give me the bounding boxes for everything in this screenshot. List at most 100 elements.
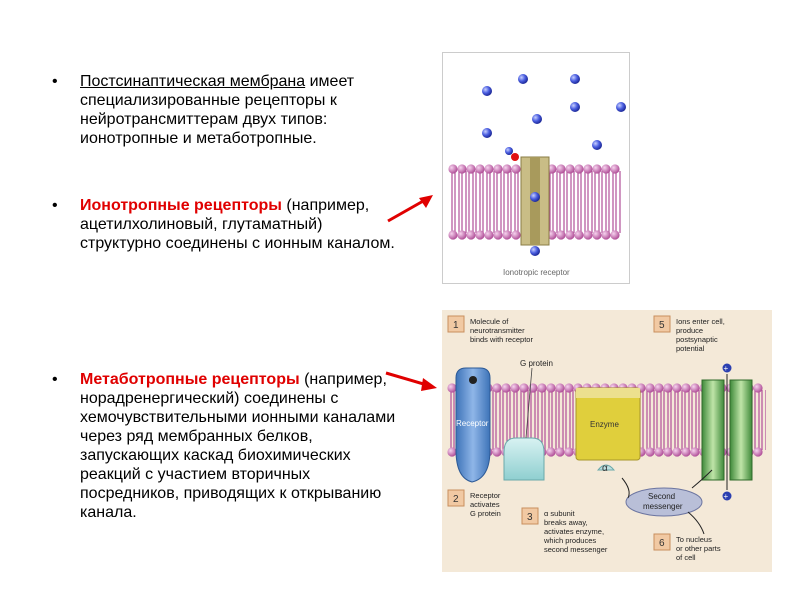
second-messenger-label: messenger [643, 502, 683, 511]
phospholipid-head [547, 230, 557, 240]
neurotransmitter-molecule [482, 128, 492, 138]
step-number: 1 [453, 320, 459, 331]
phospholipid-head [448, 230, 458, 240]
bullet-postsynaptic: • Постсинаптическая мембрана имеет специ… [52, 72, 402, 148]
phospholipid-head [583, 230, 593, 240]
phospholipid-head [466, 164, 476, 174]
phospholipid-head [484, 164, 494, 174]
phospholipid-head [510, 383, 520, 393]
phospholipid-head [492, 447, 502, 457]
g-protein-label: G protein [520, 359, 553, 368]
metabotropic-receptor-figure: Receptor G protein Enzyme α + + [442, 310, 772, 572]
step-text-line: Molecule of [470, 317, 509, 326]
phospholipid-head [501, 383, 511, 393]
bullet-text: имеет специализированные рецепторы к ней… [80, 73, 355, 147]
neurotransmitter-molecule [518, 74, 528, 84]
ionotropic-receptor-figure: Ionotropic receptor [442, 52, 630, 284]
alpha-subunit-label: α [602, 463, 608, 474]
phospholipid-head [555, 383, 565, 393]
metabotropic-diagram: Receptor G protein Enzyme α + + [447, 315, 766, 562]
step-text-line: activates [470, 500, 500, 509]
phospholipid-head [502, 230, 512, 240]
phospholipid-head [493, 164, 503, 174]
arrow-to-ionotropic-figure [387, 195, 433, 223]
phospholipid-head [475, 164, 485, 174]
neurotransmitter-molecule [616, 102, 626, 112]
phospholipid-head [654, 447, 664, 457]
phospholipid-head [672, 383, 682, 393]
phospholipid-head [574, 230, 584, 240]
step-text-line: postsynaptic [676, 335, 718, 344]
step-text-line: Receptor [470, 491, 501, 500]
step-text-line: of cell [676, 553, 696, 562]
ion-channel: + + [701, 363, 753, 501]
phospholipid-head [556, 164, 566, 174]
phospholipid-head [484, 230, 494, 240]
phospholipid-head [537, 383, 547, 393]
phospholipid-head [555, 447, 565, 457]
phospholipid-head [645, 447, 655, 457]
phospholipid-head [654, 383, 664, 393]
phospholipid-head [457, 164, 467, 174]
figure-caption: Ionotropic receptor [503, 268, 570, 277]
bullet-metabotropic: • Метаботропные рецепторы (например, нор… [52, 370, 402, 522]
ion-channel [505, 147, 550, 256]
phospholipid-head [546, 383, 556, 393]
step-text-line: or other parts [676, 544, 721, 553]
neurotransmitter-molecule [592, 140, 602, 150]
receptor-protein: Receptor [455, 367, 491, 483]
phospholipid-head [645, 383, 655, 393]
phospholipid-head [592, 230, 602, 240]
bullet-ionotropic: • Ионотропные рецепторы (например, ацети… [52, 196, 402, 253]
phospholipid-head [681, 383, 691, 393]
phospholipid-head [519, 383, 529, 393]
phospholipid-head [592, 164, 602, 174]
phospholipid-head [564, 383, 574, 393]
ionotropic-diagram: Ionotropic receptor [448, 74, 626, 277]
step-text-line: breaks away, [544, 518, 588, 527]
neurotransmitter-molecule [570, 102, 580, 112]
phospholipid-head [601, 164, 611, 174]
phospholipid-head [546, 447, 556, 457]
phospholipid-head [565, 230, 575, 240]
phospholipid-head [672, 447, 682, 457]
bullet-lead: Ионотропные рецепторы [80, 197, 282, 214]
phospholipid-head [492, 383, 502, 393]
step-number-box [447, 489, 465, 507]
g-protein: G protein [503, 359, 553, 481]
step-number-box [521, 507, 539, 525]
step-text-line: potential [676, 344, 705, 353]
phospholipid-head [447, 447, 457, 457]
enzyme: Enzyme α [575, 387, 641, 474]
phospholipid-head [511, 230, 521, 240]
phospholipid-head [457, 230, 467, 240]
phospholipid-head [502, 164, 512, 174]
phospholipid-head [475, 230, 485, 240]
step-number-box [447, 315, 465, 333]
bullet-text: (например, ацетилхолиновый, глутаматный)… [80, 197, 395, 252]
phospholipid-head [663, 447, 673, 457]
phospholipid-head [601, 230, 611, 240]
ion-plus-label: + [724, 364, 729, 373]
bullet-marker: • [52, 73, 58, 90]
step-text-line: To nucleus [676, 535, 712, 544]
receptor-label: Receptor [456, 419, 489, 428]
bullet-lead: Постсинаптическая мембрана [80, 73, 306, 90]
bullet-marker: • [52, 371, 58, 388]
phospholipid-head [610, 164, 620, 174]
step-text-line: produce [676, 326, 703, 335]
phospholipid-head [753, 383, 763, 393]
step-number: 2 [453, 494, 459, 505]
phospholipid-head [564, 447, 574, 457]
neurotransmitter-molecules [482, 74, 626, 150]
step-text-line: Ions enter cell, [676, 317, 725, 326]
step-text-line: activates enzyme, [544, 527, 604, 536]
second-messenger-label: Second [648, 492, 675, 501]
neurotransmitter-molecule [570, 74, 580, 84]
